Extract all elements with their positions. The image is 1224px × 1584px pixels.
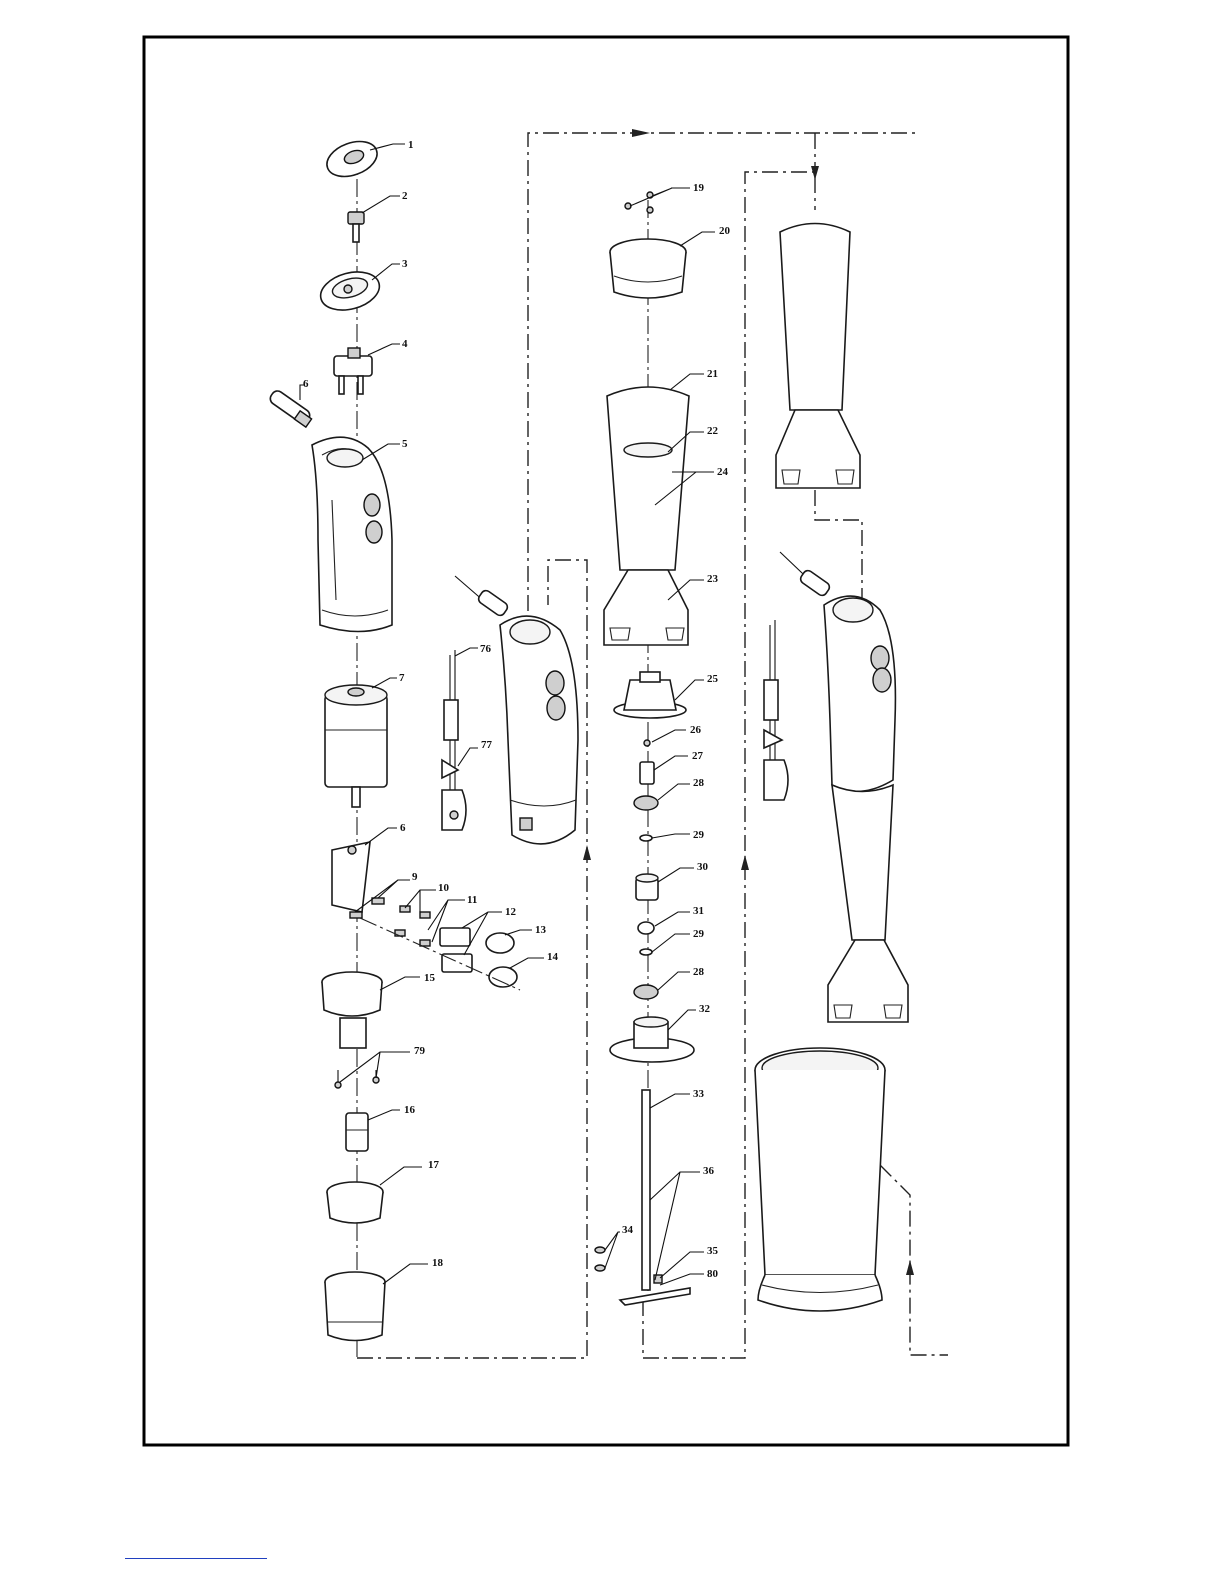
part-4-switch-bracket <box>334 348 372 394</box>
part-label-15: 15 <box>424 972 436 984</box>
part-34-washers <box>595 1247 605 1271</box>
assembled-cord <box>764 620 788 800</box>
footer-rule <box>125 1558 267 1559</box>
part-label-20: 20 <box>719 225 731 237</box>
part-label-25: 25 <box>707 673 719 685</box>
part-25-bearing-housing <box>614 672 686 718</box>
part-8-cord-sleeve <box>268 389 312 427</box>
part-17-lock-ring <box>327 1182 383 1223</box>
part-20-shaft-top <box>610 239 686 298</box>
flow-arrow-up <box>583 845 591 860</box>
part-label-29-bottom: 29 <box>693 928 705 940</box>
part-label-22: 22 <box>707 425 719 437</box>
assembled-motor-unit <box>455 576 578 844</box>
part-label-14: 14 <box>547 951 559 963</box>
flow-arrow-up-3 <box>906 1260 914 1275</box>
part-18-bottom-cover <box>325 1272 385 1341</box>
part-label-29-top: 29 <box>693 829 705 841</box>
part-label-24: 24 <box>717 466 729 478</box>
part-label-7: 7 <box>399 672 405 684</box>
part-23-blade-guard <box>604 570 688 645</box>
part-label-16: 16 <box>404 1104 416 1116</box>
part-label-28-top: 28 <box>693 777 705 789</box>
part-77-strain-relief <box>442 760 466 830</box>
part-label-79: 79 <box>414 1045 426 1057</box>
part-label-26: 26 <box>690 724 702 736</box>
part-label-76: 76 <box>480 643 492 655</box>
part-label-80: 80 <box>707 1268 719 1280</box>
part-label-28-bottom: 28 <box>693 966 705 978</box>
part-label-27: 27 <box>692 750 704 762</box>
part-76-power-cord <box>444 650 458 800</box>
part-label-4: 4 <box>402 338 408 350</box>
part-label-19: 19 <box>693 182 705 194</box>
part-label-3: 3 <box>402 258 408 270</box>
flow-arrow-down <box>811 166 819 180</box>
part-label-36: 36 <box>703 1165 715 1177</box>
part-label-21: 21 <box>707 368 718 380</box>
part-label-1: 1 <box>408 139 414 151</box>
part-label-77: 77 <box>481 739 493 751</box>
part-label-6: 6 <box>400 822 406 834</box>
part-label-10: 10 <box>438 882 450 894</box>
part-label-2: 2 <box>402 190 408 202</box>
part-33-drive-shaft <box>620 1090 690 1305</box>
part-label-12: 12 <box>505 906 517 918</box>
assembled-hand-blender <box>780 552 908 1022</box>
parts-26-31-bearings-washers <box>634 740 658 999</box>
beaker <box>755 1048 885 1311</box>
part-label-11: 11 <box>467 894 477 906</box>
part-label-31: 31 <box>693 905 704 917</box>
part-label-35: 35 <box>707 1245 719 1257</box>
assembled-blending-shaft <box>776 224 860 489</box>
part-label-5: 5 <box>402 438 408 450</box>
part-label-23: 23 <box>707 573 719 585</box>
part-label-32: 32 <box>699 1003 711 1015</box>
part-2-button-plunger <box>348 212 364 242</box>
part-label-13: 13 <box>535 924 547 936</box>
part-7-motor <box>325 685 387 807</box>
part-21-shaft-tube <box>607 387 689 570</box>
part-label-18: 18 <box>432 1257 444 1269</box>
part-3-switch-plate <box>316 266 383 316</box>
part-label-30: 30 <box>697 861 709 873</box>
part-label-9: 9 <box>412 871 418 883</box>
part-15-motor-mount <box>322 972 382 1048</box>
part-label-17: 17 <box>428 1159 440 1171</box>
part-6-circuit-board <box>332 842 370 912</box>
flow-arrow-right <box>632 129 650 137</box>
part-1-top-cap <box>322 135 382 183</box>
part-16-coupling <box>346 1113 368 1151</box>
part-32-seal-base <box>610 1017 694 1062</box>
flow-arrow-up-2 <box>741 855 749 870</box>
diagram-frame <box>144 37 1068 1445</box>
part-label-33: 33 <box>693 1088 705 1100</box>
part-5-handle-housing <box>312 437 392 631</box>
part-label-6-top: 6 <box>303 378 309 390</box>
part-label-34: 34 <box>622 1224 634 1236</box>
